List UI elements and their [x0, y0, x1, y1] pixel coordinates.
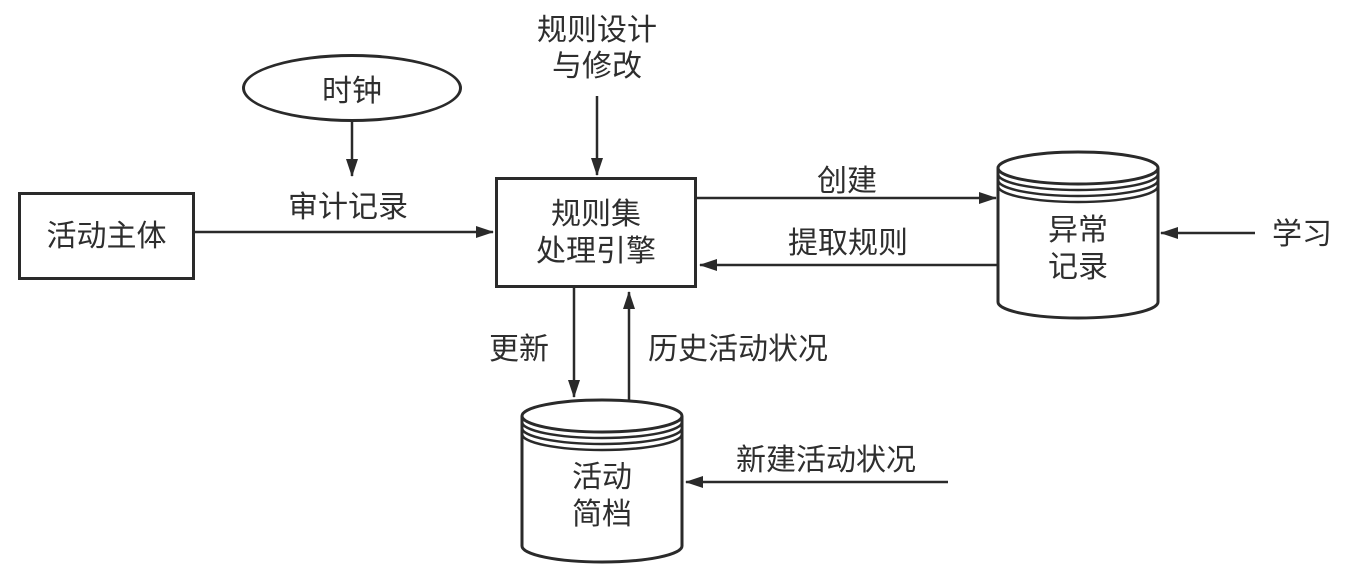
profile-cylinder-disk-line — [520, 421, 684, 440]
anomaly-store-label: 异常 记录 — [998, 212, 1158, 286]
anomaly-cylinder-disk-line — [996, 185, 1160, 204]
profile-store-label-line1: 活动 — [572, 461, 632, 494]
profile-cylinder-top — [520, 398, 684, 434]
learn-label: 学习 — [1272, 218, 1332, 251]
history-activity-label: 历史活动状况 — [648, 333, 828, 366]
profile-store-label-line2: 简档 — [572, 498, 632, 531]
rule-engine-label-line1: 规则集 — [551, 197, 641, 231]
new-activity-label: 新建活动状况 — [736, 444, 916, 477]
anomaly-store-label-line1: 异常 — [1048, 214, 1108, 247]
rule-engine-label-line2: 处理引擎 — [536, 234, 656, 268]
create-label: 创建 — [817, 165, 877, 198]
anomaly-cylinder-disk-line — [996, 179, 1160, 198]
rule-design-label: 规则设计 与修改 — [507, 13, 687, 85]
rule-design-label-line1: 规则设计 — [537, 14, 657, 47]
rule-engine-node: 规则集 处理引擎 — [495, 177, 697, 288]
profile-store-cylinder — [520, 398, 684, 564]
profile-cylinder-body — [520, 416, 684, 564]
clock-node-label: 时钟 — [322, 75, 382, 108]
anomaly-cylinder-top — [996, 150, 1160, 186]
anomaly-cylinder-disk-line — [996, 173, 1160, 192]
profile-cylinder-disk-line — [520, 433, 684, 452]
update-label: 更新 — [489, 333, 549, 366]
audit-record-label: 审计记录 — [288, 191, 408, 224]
anomaly-store-label-line2: 记录 — [1048, 251, 1108, 284]
clock-node: 时钟 — [242, 54, 462, 122]
profile-cylinder-disk-line — [520, 427, 684, 446]
anomaly-cylinder-body — [996, 168, 1160, 320]
activity-subject-node: 活动主体 — [18, 192, 195, 280]
activity-subject-label: 活动主体 — [46, 219, 167, 253]
extract-rules-label: 提取规则 — [788, 227, 908, 260]
rule-design-label-line2: 与修改 — [552, 50, 642, 83]
profile-store-label: 活动 简档 — [522, 459, 682, 533]
anomaly-store-cylinder — [996, 150, 1160, 320]
